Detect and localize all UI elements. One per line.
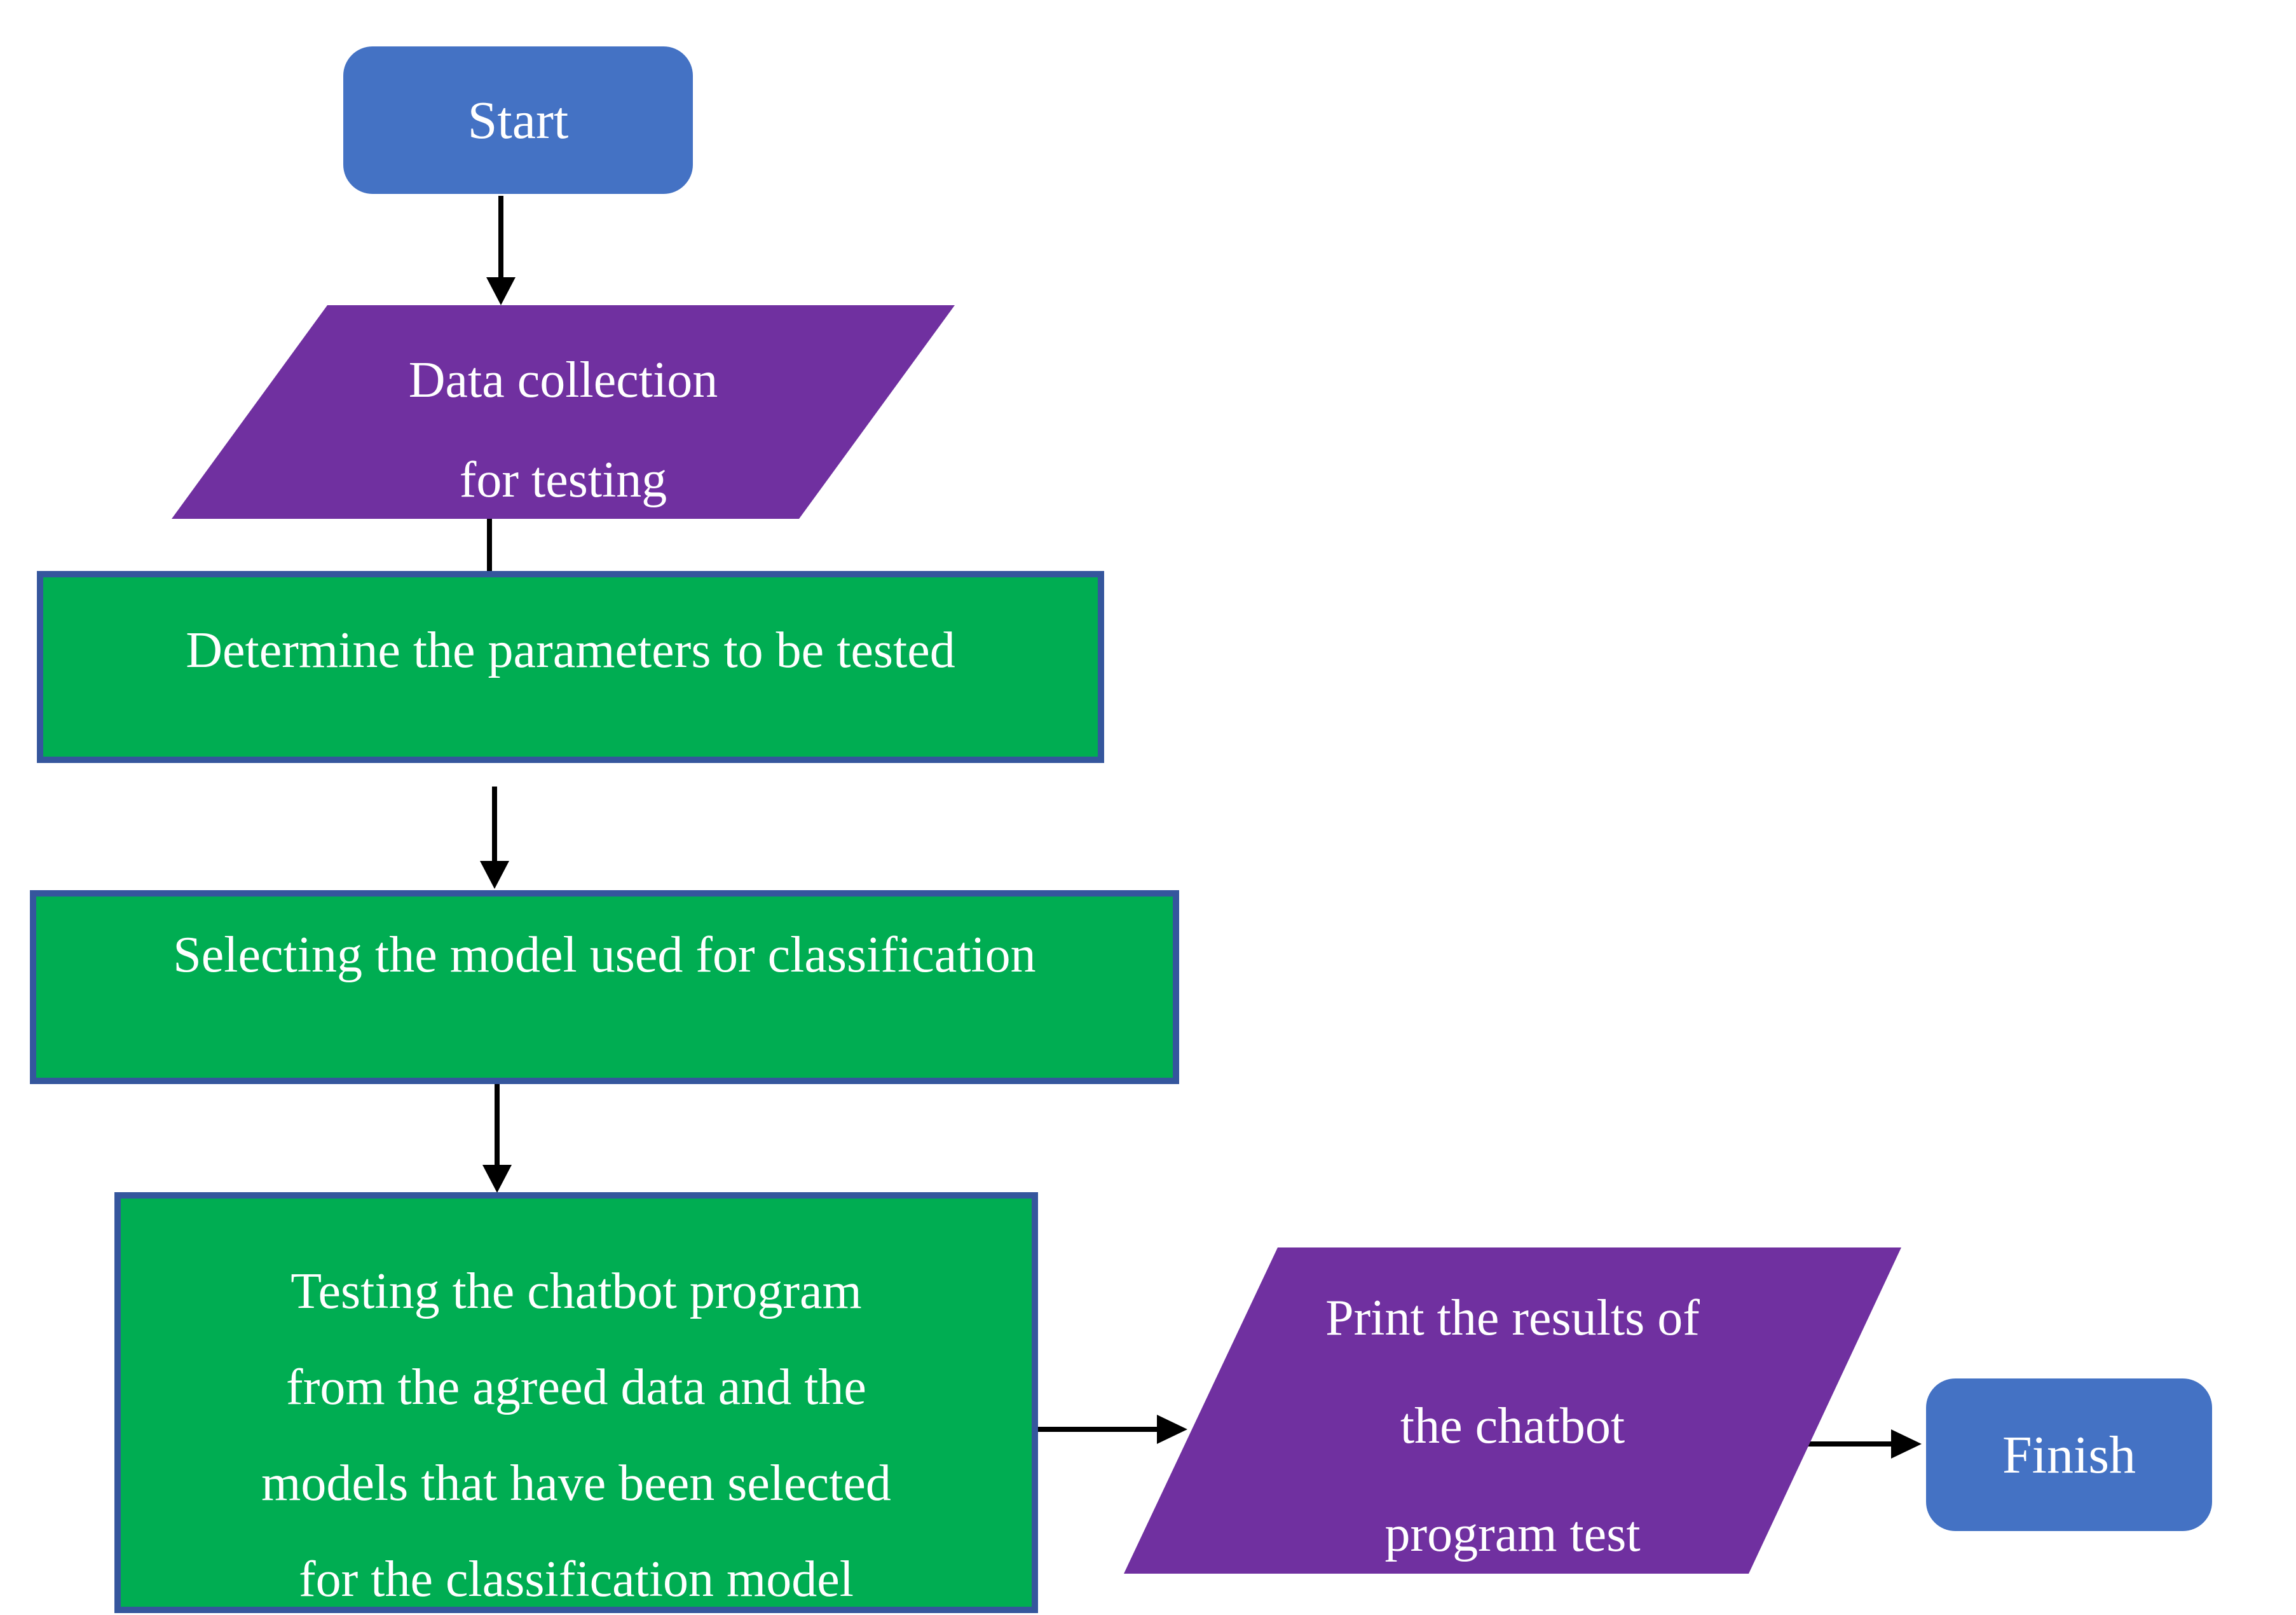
parallelogram-shape [172,305,955,519]
node-select-model-label: Selecting the model used for classificat… [173,927,1036,983]
flowchart-node-determine-parameters: Determine the parameters to be tested [37,571,1104,763]
flowchart-node-select-model: Selecting the model used for classificat… [30,890,1179,1084]
arrowhead-down-icon [480,861,509,889]
node-test-chatbot-label: Testing the chatbot program from the agr… [261,1263,891,1607]
edge-select-to-testing [482,1075,512,1193]
flowchart-node-finish: Finish [1926,1378,2212,1531]
node-data-collection-label: Data collection for testing [408,352,718,508]
flowchart-node-start: Start [343,46,693,194]
node-finish-label: Finish [2002,1425,2136,1485]
edge-start-to-data-collection [486,196,516,305]
parallelogram-shape [1124,1247,1901,1574]
flowchart-node-data-collection: Data collection for testing [172,305,955,519]
flowchart-node-test-chatbot: Testing the chatbot program from the agr… [114,1192,1038,1613]
node-print-results-label: Print the results of the chatbot program… [1325,1289,1700,1562]
flowchart-node-print-results: Print the results of the chatbot program… [1124,1247,1901,1574]
node-start-label: Start [467,90,569,150]
node-determine-parameters-label: Determine the parameters to be tested [186,622,955,678]
edge-determine-to-select [480,787,509,889]
